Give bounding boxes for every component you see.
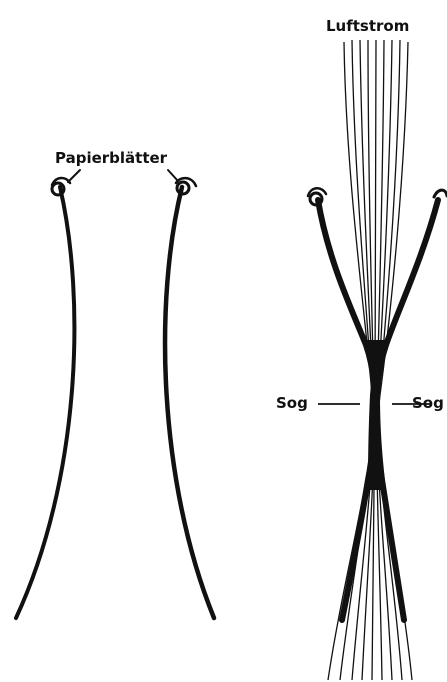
attracted-right-fold-icon <box>434 190 447 197</box>
suction-right-label: Sog <box>412 394 444 412</box>
paper-label: Papierblätter <box>55 149 168 167</box>
left-sheet <box>16 187 74 618</box>
right-sheet <box>165 187 214 618</box>
suction-left-label: Sog <box>276 394 308 412</box>
paper-label-leader-right <box>168 170 178 181</box>
resting-paper-sheets <box>16 170 214 618</box>
paper-label-leader-left <box>68 170 80 182</box>
airflow-label: Luftstrom <box>326 17 409 35</box>
